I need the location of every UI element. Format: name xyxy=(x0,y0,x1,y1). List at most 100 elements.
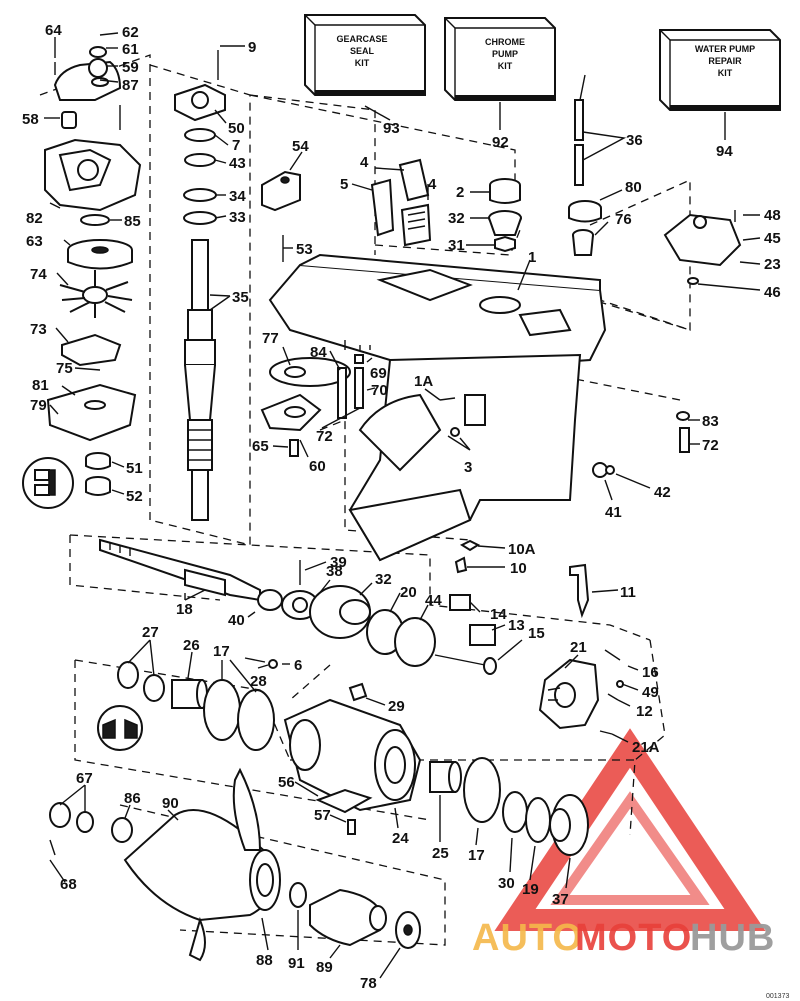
spacer-91 xyxy=(289,882,307,908)
callout-65: 65 xyxy=(252,438,269,455)
anode-54 xyxy=(261,170,301,212)
callout-38: 38 xyxy=(326,563,343,580)
screw-84 xyxy=(337,367,347,419)
bearing-housing-24 xyxy=(283,698,422,812)
kit-line-3: KIT xyxy=(355,58,370,68)
callout-68: 68 xyxy=(60,876,77,893)
washer-43 xyxy=(184,153,216,167)
watermark-hub: HUB xyxy=(690,917,775,959)
kit-line-2: SEAL xyxy=(350,46,375,56)
callout-36: 36 xyxy=(626,132,643,149)
callout-44: 44 xyxy=(425,592,442,609)
callout-numbers: 64 62 61 59 87 58 9 50 7 43 34 33 82 85 … xyxy=(22,22,781,992)
bearing-52 xyxy=(85,476,111,496)
callout-10: 10 xyxy=(510,560,527,577)
callout-80: 80 xyxy=(625,179,642,196)
watermark-auto: AUTO xyxy=(472,917,583,959)
plate-60 xyxy=(260,393,322,432)
callout-81: 81 xyxy=(32,377,49,394)
kit-line-1: WATER PUMP xyxy=(695,44,755,54)
propeller-90 xyxy=(123,767,281,962)
callout-52: 52 xyxy=(126,488,143,505)
callout-77: 77 xyxy=(262,330,279,347)
kit-line-3: KIT xyxy=(498,61,513,71)
callout-58: 58 xyxy=(22,111,39,128)
callout-89: 89 xyxy=(316,959,333,976)
screw-10A xyxy=(459,539,481,552)
kit-box-chrome-pump: CHROME PUMP KIT xyxy=(444,17,556,101)
bearing-27 xyxy=(117,661,165,702)
plate-81 xyxy=(46,383,137,442)
callout-91: 91 xyxy=(288,955,305,972)
kit-line-2: REPAIR xyxy=(708,56,742,66)
impeller-cup-63 xyxy=(67,239,133,270)
pinion-gear-32 xyxy=(488,210,522,236)
shift-housing-21 xyxy=(538,658,600,730)
callout-85: 85 xyxy=(124,213,141,230)
callout-51: 51 xyxy=(126,460,143,477)
callout-28: 28 xyxy=(250,673,267,690)
callout-32b: 32 xyxy=(375,571,392,588)
plug-41 xyxy=(592,462,608,478)
kit-box-gearcase-seal: GEARCASE SEAL KIT xyxy=(304,14,426,96)
callout-48: 48 xyxy=(764,207,781,224)
callout-69: 69 xyxy=(370,365,387,382)
callout-82: 82 xyxy=(26,210,43,227)
callout-67: 67 xyxy=(76,770,93,787)
callout-19: 19 xyxy=(522,881,539,898)
shift-lever-11 xyxy=(569,563,590,619)
callout-21: 21 xyxy=(570,639,587,656)
detail-circle-51-52 xyxy=(22,457,74,509)
screw-72a xyxy=(354,367,364,409)
watermark-text: AUTO MOTO HUB xyxy=(472,917,775,959)
callout-15: 15 xyxy=(528,625,545,642)
gasket-73 xyxy=(61,333,122,367)
callout-10A: 10A xyxy=(508,541,536,558)
water-pump-housing-top xyxy=(53,46,122,101)
detent-13 xyxy=(469,624,496,646)
callout-93: 93 xyxy=(383,120,400,137)
seal-kit-4 xyxy=(398,158,432,247)
washer-86 xyxy=(111,817,133,843)
callout-16: 16 xyxy=(642,664,659,681)
callout-37: 37 xyxy=(552,891,569,908)
callout-13: 13 xyxy=(508,617,525,634)
bushing-58 xyxy=(61,111,77,129)
screw-65 xyxy=(289,439,299,457)
callout-79: 79 xyxy=(30,397,47,414)
washer-46 xyxy=(687,277,699,285)
callout-17b: 17 xyxy=(468,847,485,864)
callout-20: 20 xyxy=(400,584,417,601)
watermark-triangle-logo xyxy=(494,728,766,931)
callout-84: 84 xyxy=(310,344,327,361)
washer-83 xyxy=(676,411,690,421)
seal-76 xyxy=(572,229,594,256)
callout-60: 60 xyxy=(309,458,326,475)
callout-35: 35 xyxy=(232,289,249,306)
o-ring-17a xyxy=(203,679,241,741)
callout-88: 88 xyxy=(256,952,273,969)
callout-94: 94 xyxy=(716,143,733,160)
callout-41: 41 xyxy=(605,504,622,521)
water-pump-housing xyxy=(44,138,142,212)
callout-11: 11 xyxy=(620,584,636,601)
callout-1A: 1A xyxy=(414,373,433,390)
callout-27: 27 xyxy=(142,624,159,641)
callout-39: 39 xyxy=(330,554,347,571)
bearing-40 xyxy=(257,589,283,611)
screw-29 xyxy=(348,682,368,702)
propeller-spline-nut-67 xyxy=(49,802,94,833)
callout-76: 76 xyxy=(615,211,632,228)
callout-87: 87 xyxy=(122,77,139,94)
o-ring-17b xyxy=(463,757,501,823)
o-ring-6 xyxy=(268,659,278,669)
thrust-washer-89 xyxy=(309,888,387,947)
callout-6: 6 xyxy=(294,657,302,674)
callout-49: 49 xyxy=(642,684,659,701)
callout-43: 43 xyxy=(229,155,246,172)
kit-line-1: GEARCASE xyxy=(336,34,387,44)
callout-92: 92 xyxy=(492,134,509,151)
detail-circle-27 xyxy=(97,705,143,751)
part-5 xyxy=(370,178,395,237)
screw-10 xyxy=(454,556,468,574)
